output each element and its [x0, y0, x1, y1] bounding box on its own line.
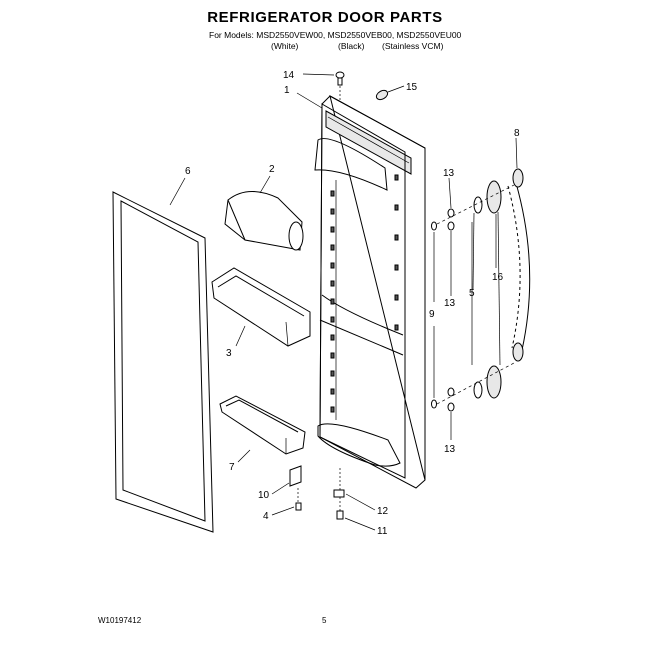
- handle-mount-upper: [473, 180, 502, 214]
- door-bin-large: [211, 267, 311, 347]
- bottom-screw: [336, 497, 344, 520]
- door-liner-holes: [330, 174, 399, 413]
- leader-lines: [169, 73, 518, 531]
- top-plug: [375, 89, 389, 101]
- callout-9: 9: [429, 309, 435, 320]
- callout-13-mid: 13: [444, 298, 456, 309]
- handle-mount-lower: [473, 365, 502, 399]
- door-handle: [507, 168, 531, 362]
- callout-15: 15: [406, 82, 418, 93]
- callout-16: 16: [492, 272, 504, 283]
- dairy-door: [224, 191, 304, 251]
- door-gasket: [112, 191, 214, 533]
- hinge-bushing: [333, 468, 345, 498]
- top-screw: [335, 71, 345, 100]
- bin-bracket: [289, 465, 302, 487]
- callout-6: 6: [185, 166, 191, 177]
- variant-black: (Black): [338, 41, 365, 51]
- callout-10: 10: [258, 490, 270, 501]
- document-id: W10197412: [98, 616, 142, 625]
- bracket-screw: [295, 488, 302, 511]
- callout-3: 3: [226, 348, 232, 359]
- callout-2: 2: [269, 164, 275, 175]
- callout-8: 8: [514, 128, 520, 139]
- callout-labels: 14 1 15 2 6 8 13 16 5 13 9 3 13 7 10 4 1…: [185, 70, 520, 537]
- callout-12: 12: [377, 506, 389, 517]
- variant-stainless: (Stainless VCM): [382, 41, 444, 51]
- page-title: REFRIGERATOR DOOR PARTS: [207, 9, 443, 26]
- page-number: 5: [322, 616, 327, 625]
- handle-screws: [431, 208, 455, 412]
- callout-13-bottom: 13: [444, 444, 456, 455]
- handle-fastener-lines: [436, 184, 515, 405]
- callout-1: 1: [284, 85, 290, 96]
- callout-13-top: 13: [443, 168, 455, 179]
- models-line: For Models: MSD2550VEW00, MSD2550VEB00, …: [209, 30, 462, 40]
- variant-white: (White): [271, 41, 299, 51]
- door-liner: [314, 95, 426, 489]
- callout-7: 7: [229, 462, 235, 473]
- callout-4: 4: [263, 511, 269, 522]
- callout-11: 11: [377, 526, 388, 537]
- callout-5: 5: [469, 288, 475, 299]
- callout-14: 14: [283, 70, 295, 81]
- door-bin-small: [219, 395, 306, 455]
